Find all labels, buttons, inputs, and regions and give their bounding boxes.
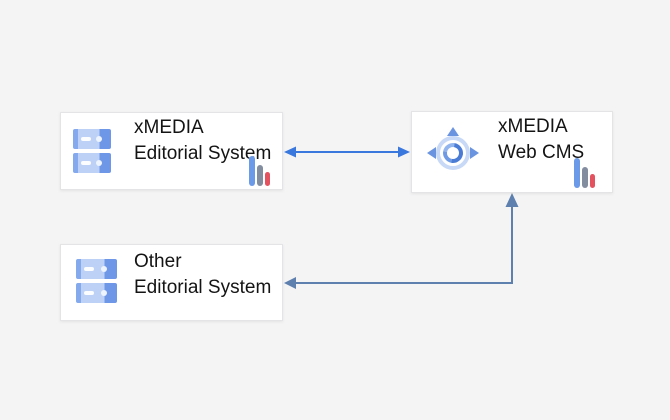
node-title-line2: Editorial System	[134, 277, 272, 298]
bar-gray	[257, 165, 263, 186]
node-title-line1: Other	[134, 251, 182, 272]
bar-blue	[249, 156, 255, 186]
server-slot	[81, 161, 91, 165]
node-label: xMEDIA Editorial System	[134, 115, 271, 167]
webcam-outer-ring	[436, 136, 470, 170]
bar-blue	[574, 158, 580, 188]
server-unit	[76, 283, 117, 303]
bar-chart-icon	[574, 158, 595, 188]
arrowhead-left-icon	[284, 277, 296, 289]
bar-chart-icon	[249, 156, 270, 186]
server-slot	[84, 291, 94, 295]
server-slot	[81, 137, 91, 141]
node-title-line1: xMEDIA	[498, 116, 568, 137]
webcam-pointer-right	[470, 147, 479, 159]
node-title-line1: xMEDIA	[134, 117, 204, 138]
node-xmedia-web-cms: xMEDIA Web CMS	[411, 111, 613, 193]
edge-webcms-to-other-editorial	[284, 193, 519, 289]
server-icon	[76, 259, 117, 303]
server-icon	[73, 129, 111, 173]
webcam-pointer-up	[447, 127, 459, 136]
node-title-line2: Editorial System	[134, 143, 272, 164]
server-led	[95, 136, 102, 142]
bar-gray	[582, 167, 588, 188]
arrowhead-left-icon	[284, 146, 296, 158]
arrowhead-right-icon	[398, 146, 410, 158]
bar-red	[590, 174, 595, 188]
server-led	[100, 290, 107, 296]
webcam-pointer-left	[427, 147, 436, 159]
server-led	[100, 266, 107, 272]
edge-elbow-line	[295, 206, 513, 284]
webcam-icon	[427, 127, 479, 179]
node-label: Other Editorial System	[134, 249, 271, 301]
node-title-line2: Web CMS	[498, 142, 585, 163]
server-led	[95, 160, 102, 166]
server-unit	[76, 259, 117, 279]
edge-editorial-to-webcms	[284, 146, 410, 158]
server-unit	[73, 153, 111, 173]
node-label: xMEDIA Web CMS	[498, 114, 584, 166]
server-unit	[73, 129, 111, 149]
bar-red	[265, 172, 270, 186]
arrowhead-up-icon	[505, 193, 519, 207]
node-xmedia-editorial-system: xMEDIA Editorial System	[60, 112, 283, 190]
server-slot	[84, 267, 94, 271]
node-other-editorial-system: Other Editorial System	[60, 244, 283, 321]
